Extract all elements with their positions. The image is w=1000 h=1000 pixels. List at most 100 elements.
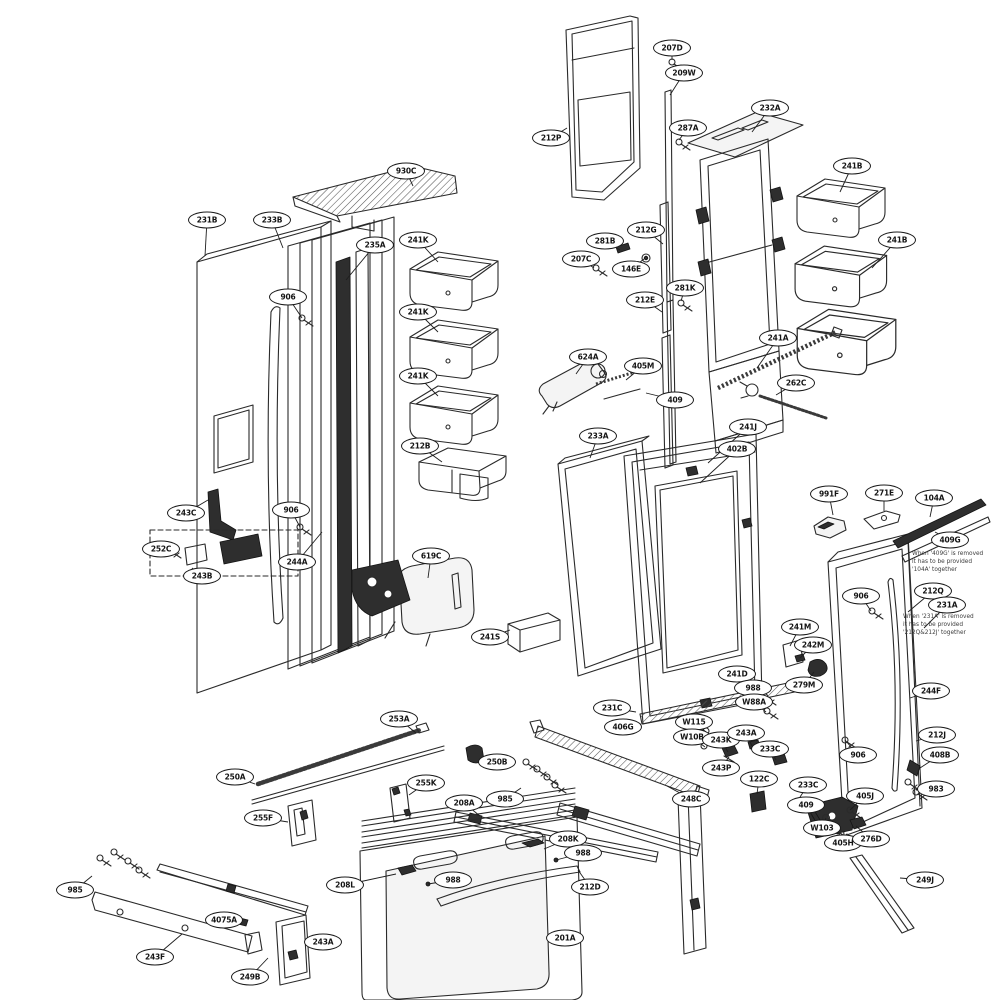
part-callout-985: 985 — [486, 790, 524, 808]
part-callout-906: 906 — [842, 587, 880, 605]
part-callout-231a: 231A — [928, 596, 966, 614]
small-tray-part — [418, 447, 507, 502]
part-callout-249b: 249B — [231, 968, 269, 986]
pump-motor-part — [351, 557, 475, 647]
part-callout-241k: 241K — [399, 303, 437, 321]
part-callout-243f: 243F — [136, 948, 174, 966]
part-callout-276d: 276D — [852, 830, 890, 848]
part-callout-208l: 208L — [326, 876, 364, 894]
part-callout-988: 988 — [434, 871, 472, 889]
wrench-part — [739, 381, 828, 420]
part-callout-122c: 122C — [740, 770, 778, 788]
part-callout-249j: 249J — [906, 871, 944, 889]
part-callout-212d: 212D — [571, 878, 609, 896]
part-callout-624a: 624A — [569, 348, 607, 366]
part-callout-409: 409 — [787, 796, 825, 814]
part-callout-4075a: 4075A — [205, 911, 243, 929]
part-callout-201a: 201A — [546, 929, 584, 947]
top-panel-part — [565, 15, 641, 201]
part-callout-243a: 243A — [304, 933, 342, 951]
part-callout-250a: 250A — [216, 768, 254, 786]
part-callout-405m: 405M — [624, 357, 662, 375]
part-callout-207d: 207D — [653, 39, 691, 57]
drawer-rail-parts-left — [251, 722, 567, 847]
part-callout-104a: 104A — [915, 489, 953, 507]
part-callout-262c: 262C — [777, 374, 815, 392]
part-callout-241j: 241J — [729, 418, 767, 436]
part-callout-235a: 235A — [356, 236, 394, 254]
part-callout-208a: 208A — [445, 794, 483, 812]
part-callout-281k: 281K — [666, 279, 704, 297]
part-callout-619c: 619C — [412, 547, 450, 565]
support-rail-part — [677, 792, 707, 955]
part-callout-233a: 233A — [579, 427, 617, 445]
part-callout-406g: 406G — [604, 718, 642, 736]
part-callout-243p: 243P — [702, 759, 740, 777]
part-callout-233c: 233C — [751, 740, 789, 758]
part-callout-212b: 212B — [401, 437, 439, 455]
part-callout-405j: 405J — [846, 787, 884, 805]
part-callout-287a: 287A — [669, 119, 707, 137]
end-cap-part — [507, 612, 561, 653]
part-callout-991f: 991F — [810, 485, 848, 503]
part-callout-241a: 241A — [759, 329, 797, 347]
part-callout-248c: 248C — [672, 790, 710, 808]
part-callout-209w: 209W — [665, 64, 703, 82]
threaded-rod-part — [717, 326, 843, 391]
part-callout-281b: 281B — [586, 232, 624, 250]
part-callout-241b: 241B — [878, 231, 916, 249]
part-callout-231b: 231B — [188, 211, 226, 229]
part-callout-212g: 212G — [627, 221, 665, 239]
part-callout-233b: 233B — [253, 211, 291, 229]
part-callout-255k: 255K — [407, 774, 445, 792]
part-callout-906: 906 — [269, 288, 307, 306]
inner-door-glass-part — [557, 435, 662, 677]
drawer-door-stack — [359, 787, 583, 1000]
part-callout-243c: 243C — [167, 504, 205, 522]
part-callout-146e: 146E — [612, 260, 650, 278]
part-callout-231c: 231C — [593, 699, 631, 717]
part-callout-241k: 241K — [399, 231, 437, 249]
part-callout-244a: 244A — [278, 553, 316, 571]
part-callout-212p: 212P — [532, 129, 570, 147]
part-callout-243b: 243B — [183, 567, 221, 585]
part-callout-243a: 243A — [727, 724, 765, 742]
part-callout-241k: 241K — [399, 367, 437, 385]
part-callout-988: 988 — [564, 844, 602, 862]
part-callout-253a: 253A — [380, 710, 418, 728]
part-callout-409: 409 — [656, 391, 694, 409]
part-callout-244f: 244F — [912, 682, 950, 700]
left-door-panel — [196, 220, 332, 694]
part-callout-985: 985 — [56, 881, 94, 899]
part-callout-252c: 252C — [142, 540, 180, 558]
part-callout-255f: 255F — [244, 809, 282, 827]
part-callout-242m: 242M — [794, 636, 832, 654]
part-callout-983: 983 — [917, 780, 955, 798]
part-callout-212j: 212J — [918, 726, 956, 744]
part-callout-232a: 232A — [751, 99, 789, 117]
part-callout-207c: 207C — [562, 250, 600, 268]
hinge-bracket-parts — [813, 498, 991, 563]
part-callout-408b: 408B — [921, 746, 959, 764]
part-callout-906: 906 — [839, 746, 877, 764]
slide-rail-parts-left — [91, 848, 311, 986]
part-callout-409g: 409G — [931, 531, 969, 549]
part-callout-279m: 279M — [785, 676, 823, 694]
drawer-rail-lower — [556, 802, 701, 857]
part-callout-w88a: W88A — [735, 693, 773, 711]
part-callout-402b: 402B — [718, 440, 756, 458]
part-callout-250b: 250B — [478, 753, 516, 771]
part-callout-271e: 271E — [865, 484, 903, 502]
part-callout-930c: 930C — [387, 162, 425, 180]
part-callout-241s: 241S — [471, 628, 509, 646]
part-callout-212e: 212E — [626, 291, 664, 309]
part-callout-w103: W103 — [803, 819, 841, 837]
latch-block-part — [749, 790, 767, 813]
part-callout-906: 906 — [272, 501, 310, 519]
water-filter-part — [538, 359, 608, 415]
part-callout-233c: 233C — [789, 776, 827, 794]
